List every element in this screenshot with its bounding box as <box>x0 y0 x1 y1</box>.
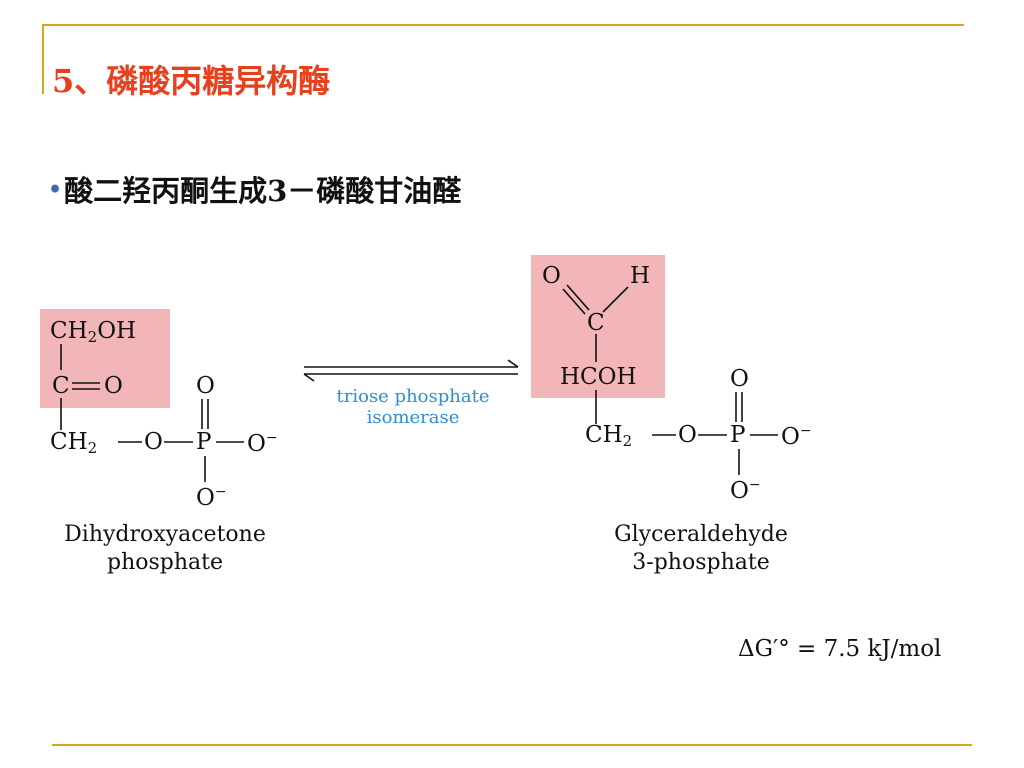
right-ester-oxygen: O <box>678 422 697 448</box>
left-carbonyl-carbon: C <box>52 373 70 399</box>
right-hcoh-group: HCOH <box>560 364 637 390</box>
enzyme-label-line2: isomerase <box>366 407 460 428</box>
left-ch2oh-ch: CH <box>50 318 88 344</box>
right-compound-name: Glyceraldehyde 3-phosphate <box>576 521 826 577</box>
right-phosphate-oxygen-bottom: O− <box>730 478 761 503</box>
right-aldehyde-hydrogen: H <box>630 263 651 289</box>
left-ch2-ch: CH <box>50 429 88 455</box>
right-o-right-charge: − <box>799 423 812 439</box>
right-double-bond-co-b <box>566 284 590 311</box>
left-phosphorus: P <box>196 429 212 455</box>
bullet-item: •酸二羟丙酮生成3－磷酸甘油醛 <box>48 168 461 210</box>
right-phosphate-oxygen-top: O <box>730 366 749 392</box>
right-ch2-group: CH2 <box>585 424 632 449</box>
right-ch2-subscript: 2 <box>622 432 633 450</box>
left-compound-name-line1: Dihydroxyacetone <box>64 522 266 547</box>
right-phosphorus: P <box>730 422 746 448</box>
left-ch2oh-subscript: 2 <box>87 328 98 346</box>
left-ester-oxygen: O <box>144 429 163 455</box>
left-carbonyl-oxygen: O <box>104 373 123 399</box>
right-aldehyde-oxygen: O <box>542 263 561 289</box>
right-o-bottom-symbol: O <box>730 478 749 504</box>
left-ch2oh-oh: OH <box>97 318 137 344</box>
right-o-right-symbol: O <box>781 424 800 450</box>
bullet-symbol: • <box>48 177 63 203</box>
left-phosphate-oxygen-right: O− <box>247 431 278 456</box>
left-compound-name: Dihydroxyacetone phosphate <box>40 521 290 577</box>
left-o-right-symbol: O <box>247 431 266 457</box>
right-phosphate-oxygen-right: O− <box>781 424 812 449</box>
right-o-bottom-charge: − <box>748 477 761 493</box>
right-highlight <box>531 255 665 398</box>
left-ch2-subscript: 2 <box>87 439 98 457</box>
left-ch2oh-group: CH2OH <box>50 320 136 345</box>
bullet-text: 酸二羟丙酮生成3－磷酸甘油醛 <box>64 174 462 208</box>
right-double-bond-co-a <box>562 288 586 315</box>
reverse-arrow-head <box>303 373 315 382</box>
forward-arrow-head <box>507 359 519 368</box>
left-o-bottom-charge: − <box>214 484 227 500</box>
right-compound-name-line2: 3-phosphate <box>632 550 770 575</box>
left-phosphate-oxygen-bottom: O− <box>196 485 227 510</box>
left-o-right-charge: − <box>265 430 278 446</box>
left-compound-name-line2: phosphate <box>106 550 223 575</box>
bottom-rule <box>52 744 972 746</box>
enzyme-label-line1: triose phosphate <box>336 386 490 407</box>
top-rule <box>42 24 964 26</box>
slide-title: 5、磷酸丙糖异构酶 <box>52 62 331 100</box>
right-ch2-ch: CH <box>585 422 623 448</box>
enzyme-label: triose phosphate isomerase <box>318 386 508 428</box>
right-bond-c-h <box>602 286 629 313</box>
left-ch2-group: CH2 <box>50 431 97 456</box>
left-rule <box>42 24 44 94</box>
right-aldehyde-carbon: C <box>587 310 605 336</box>
delta-g-value: ΔG′° = 7.5 kJ/mol <box>738 636 942 662</box>
left-phosphate-oxygen-top: O <box>196 373 215 399</box>
right-compound-name-line1: Glyceraldehyde <box>614 522 788 547</box>
left-o-bottom-symbol: O <box>196 485 215 511</box>
